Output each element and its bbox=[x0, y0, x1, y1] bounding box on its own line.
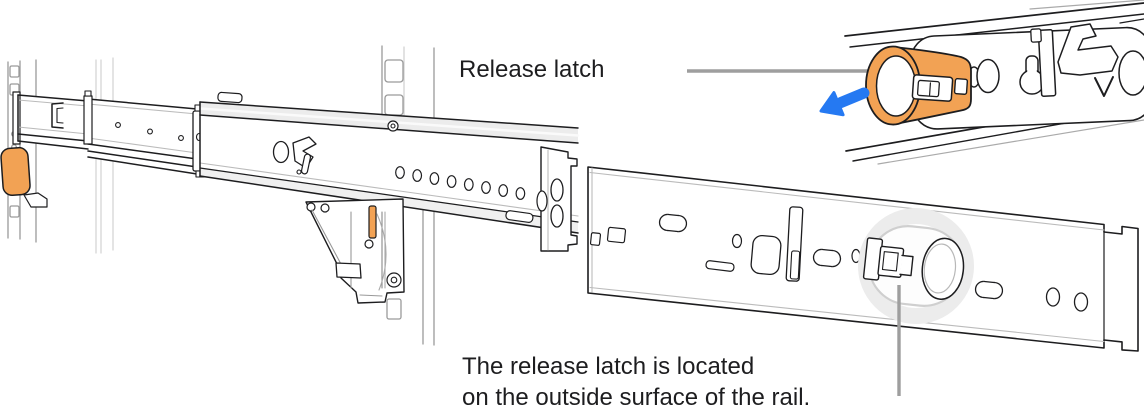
keyhole-slot bbox=[974, 280, 1004, 300]
slide-rail-inner-sections bbox=[12, 90, 211, 178]
callout-lines bbox=[687, 69, 901, 396]
release-latch-cylinder bbox=[865, 45, 972, 126]
front-rail-orange-latch bbox=[0, 146, 48, 208]
mounting-bracket bbox=[305, 198, 405, 304]
release-latch-location-note: The release latch is located on the outs… bbox=[462, 353, 811, 411]
keyhole-slot bbox=[658, 213, 688, 233]
magnified-rail-detail bbox=[844, 0, 1144, 165]
keyhole-slot bbox=[812, 248, 842, 268]
keyhole-pear-slot bbox=[1019, 55, 1045, 95]
release-latch-label: Release latch bbox=[459, 56, 605, 83]
release-latch-button bbox=[862, 237, 914, 281]
direction-arrow-icon bbox=[819, 87, 870, 117]
release-latch-highlight bbox=[858, 208, 974, 324]
rack-post-middle bbox=[381, 45, 435, 346]
bracket-orange-indicator bbox=[368, 205, 377, 239]
